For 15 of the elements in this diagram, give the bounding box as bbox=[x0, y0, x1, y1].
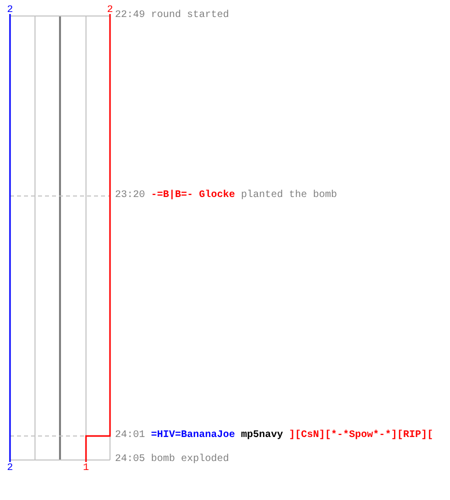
score-number: 2 bbox=[6, 464, 13, 474]
event-text: bomb exploded bbox=[151, 455, 230, 465]
event-text: planted the bomb bbox=[241, 191, 338, 201]
player-name: -=B|B=- Glocke bbox=[151, 191, 236, 201]
timestamp: 24:01 bbox=[115, 431, 146, 441]
score-number: 1 bbox=[82, 464, 89, 474]
score-number: 2 bbox=[6, 6, 13, 16]
score-number: 2 bbox=[106, 6, 113, 16]
weapon-name: mp5navy bbox=[241, 431, 284, 441]
player-name: ][CsN][*-*Spow*-*][RIP][ bbox=[289, 431, 434, 441]
player-name: =HIV=BananaJoe bbox=[151, 431, 236, 441]
event-text: round started bbox=[151, 11, 230, 21]
timestamp: 22:49 bbox=[115, 11, 146, 21]
timestamp: 24:05 bbox=[115, 455, 146, 465]
timestamp: 23:20 bbox=[115, 191, 146, 201]
